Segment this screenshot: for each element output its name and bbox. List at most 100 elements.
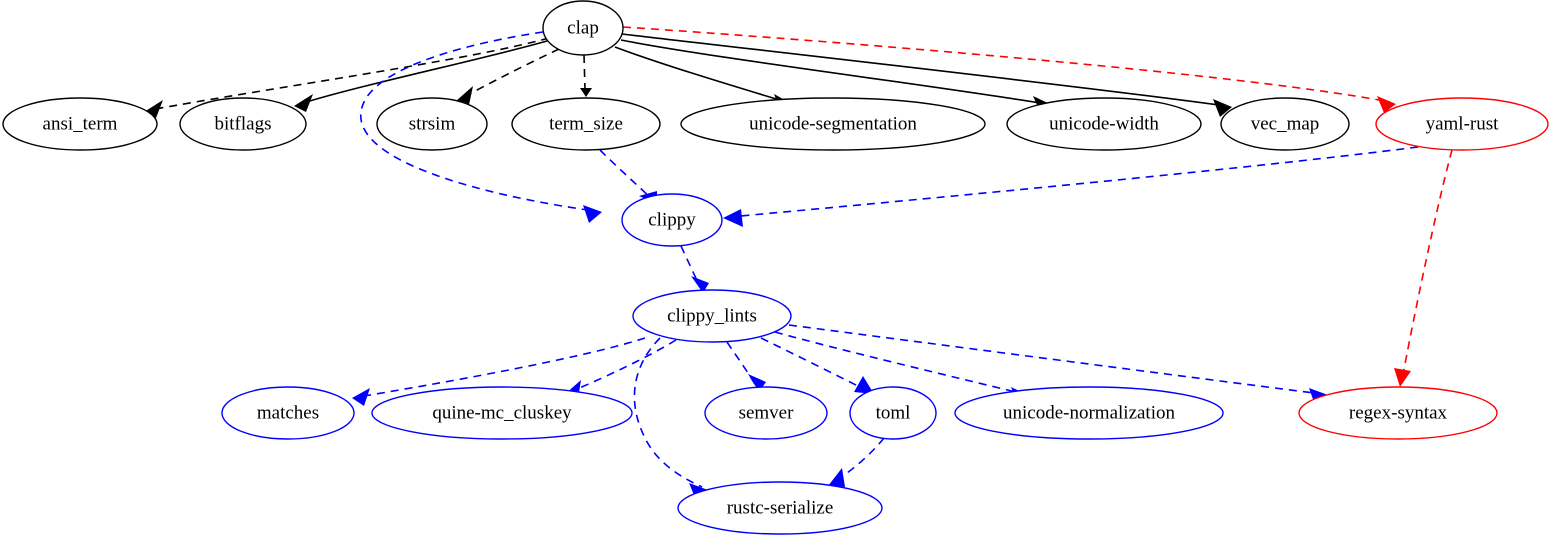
- node-fill: [377, 98, 487, 150]
- node-label: term_size: [549, 113, 623, 134]
- node-outline: [511, 97, 661, 151]
- node-label: strsim: [409, 113, 456, 134]
- edge-clippy_lints-to-rustc-serialize: [633, 337, 708, 500]
- node-fill: [180, 98, 306, 150]
- node-label: semver: [739, 402, 795, 423]
- node-matches[interactable]: matches: [221, 386, 355, 440]
- node-label: matches: [257, 402, 319, 423]
- edge-clippy-to-clippy_lints: [680, 245, 709, 293]
- node-toml[interactable]: toml: [849, 386, 937, 440]
- node-fill: [372, 387, 632, 439]
- node-outline: [371, 386, 633, 440]
- node-fill: [681, 98, 985, 150]
- node-regex-syntax[interactable]: regex-syntax: [1298, 386, 1498, 440]
- node-clippy[interactable]: clippy: [621, 193, 723, 247]
- node-fill: [1221, 98, 1349, 150]
- node-fill: [543, 1, 623, 55]
- arrowhead-icon: [580, 88, 592, 97]
- node-vec_map[interactable]: vec_map: [1220, 97, 1350, 151]
- node-quine-mc_cluskey[interactable]: quine-mc_cluskey: [371, 386, 633, 440]
- arrowhead-icon: [583, 205, 602, 223]
- node-label: clippy: [648, 209, 696, 230]
- node-fill: [512, 98, 660, 150]
- node-outline: [704, 386, 828, 440]
- node-clap[interactable]: clap: [542, 0, 624, 56]
- edge-clippy_lints-to-semver: [726, 341, 766, 392]
- node-label: clippy_lints: [667, 305, 757, 326]
- node-outline: [680, 97, 986, 151]
- edge-line: [614, 46, 787, 103]
- node-outline: [1298, 386, 1498, 440]
- node-label: unicode-normalization: [1003, 402, 1175, 423]
- edge-toml-to-rustc-serialize: [828, 437, 885, 487]
- edge-line: [760, 337, 869, 392]
- node-label: rustc-serialize: [727, 497, 834, 518]
- edge-clap-to-clippy: [359, 31, 602, 223]
- edge-yaml-rust-to-clippy: [723, 146, 1419, 227]
- node-fill: [622, 194, 722, 246]
- node-label: quine-mc_cluskey: [432, 402, 572, 423]
- edge-line: [621, 33, 1227, 107]
- edges-layer: [144, 26, 1453, 500]
- arrowhead-icon: [1213, 99, 1232, 117]
- node-unicode-normalization[interactable]: unicode-normalization: [954, 386, 1224, 440]
- node-fill: [1299, 387, 1497, 439]
- node-ansi_term[interactable]: ansi_term: [2, 97, 158, 151]
- node-label: unicode-segmentation: [749, 113, 917, 134]
- edge-line: [788, 324, 1323, 395]
- edge-clippy_lints-to-matches: [352, 337, 646, 406]
- node-fill: [633, 290, 791, 342]
- node-outline: [542, 0, 624, 56]
- arrowhead-icon: [1377, 96, 1396, 113]
- edge-yaml-rust-to-regex-syntax: [1394, 149, 1453, 387]
- node-bitflags[interactable]: bitflags: [179, 97, 307, 151]
- node-unicode-segmentation[interactable]: unicode-segmentation: [680, 97, 986, 151]
- node-fill: [955, 387, 1223, 439]
- node-label: yaml-rust: [1426, 113, 1500, 134]
- node-outline: [1220, 97, 1350, 151]
- arrowhead-icon: [689, 483, 708, 500]
- edge-line: [149, 37, 550, 111]
- edge-line: [461, 48, 560, 99]
- edge-line: [774, 331, 1025, 395]
- node-outline: [2, 97, 158, 151]
- node-unicode-width[interactable]: unicode-width: [1006, 97, 1202, 151]
- edge-line: [729, 146, 1419, 218]
- edge-line: [599, 149, 653, 200]
- node-term_size[interactable]: term_size: [511, 97, 661, 151]
- arrowhead-icon: [723, 209, 743, 227]
- edge-clippy_lints-to-quine-mc_cluskey: [564, 339, 677, 399]
- node-label: unicode-width: [1049, 113, 1159, 134]
- edge-line: [569, 339, 677, 393]
- edge-clap-to-bitflags: [294, 40, 548, 112]
- edge-clippy_lints-to-toml: [760, 337, 874, 394]
- edge-clap-to-vec_map: [621, 33, 1232, 117]
- arrowhead-icon: [828, 468, 845, 487]
- node-outline: [849, 386, 937, 440]
- edge-line: [633, 337, 703, 488]
- node-outline: [179, 97, 307, 151]
- node-outline: [376, 97, 488, 151]
- node-label: bitflags: [215, 113, 272, 134]
- edge-line: [622, 26, 1391, 103]
- node-outline: [677, 481, 883, 535]
- arrowhead-icon: [352, 388, 370, 406]
- node-label: ansi_term: [43, 113, 118, 134]
- node-yaml-rust[interactable]: yaml-rust: [1375, 97, 1549, 151]
- node-fill: [222, 387, 354, 439]
- arrowhead-icon: [456, 86, 473, 105]
- node-fill: [678, 482, 882, 534]
- node-outline: [632, 289, 792, 343]
- edge-line: [583, 54, 586, 91]
- node-rustc-serialize[interactable]: rustc-serialize: [677, 481, 883, 535]
- node-clippy_lints[interactable]: clippy_lints: [632, 289, 792, 343]
- node-label: clap: [567, 17, 599, 38]
- arrowhead-icon: [1394, 368, 1411, 387]
- arrowhead-icon: [294, 94, 313, 112]
- node-semver[interactable]: semver: [704, 386, 828, 440]
- node-strsim[interactable]: strsim: [376, 97, 488, 151]
- node-fill: [705, 387, 827, 439]
- edge-line: [620, 39, 1047, 105]
